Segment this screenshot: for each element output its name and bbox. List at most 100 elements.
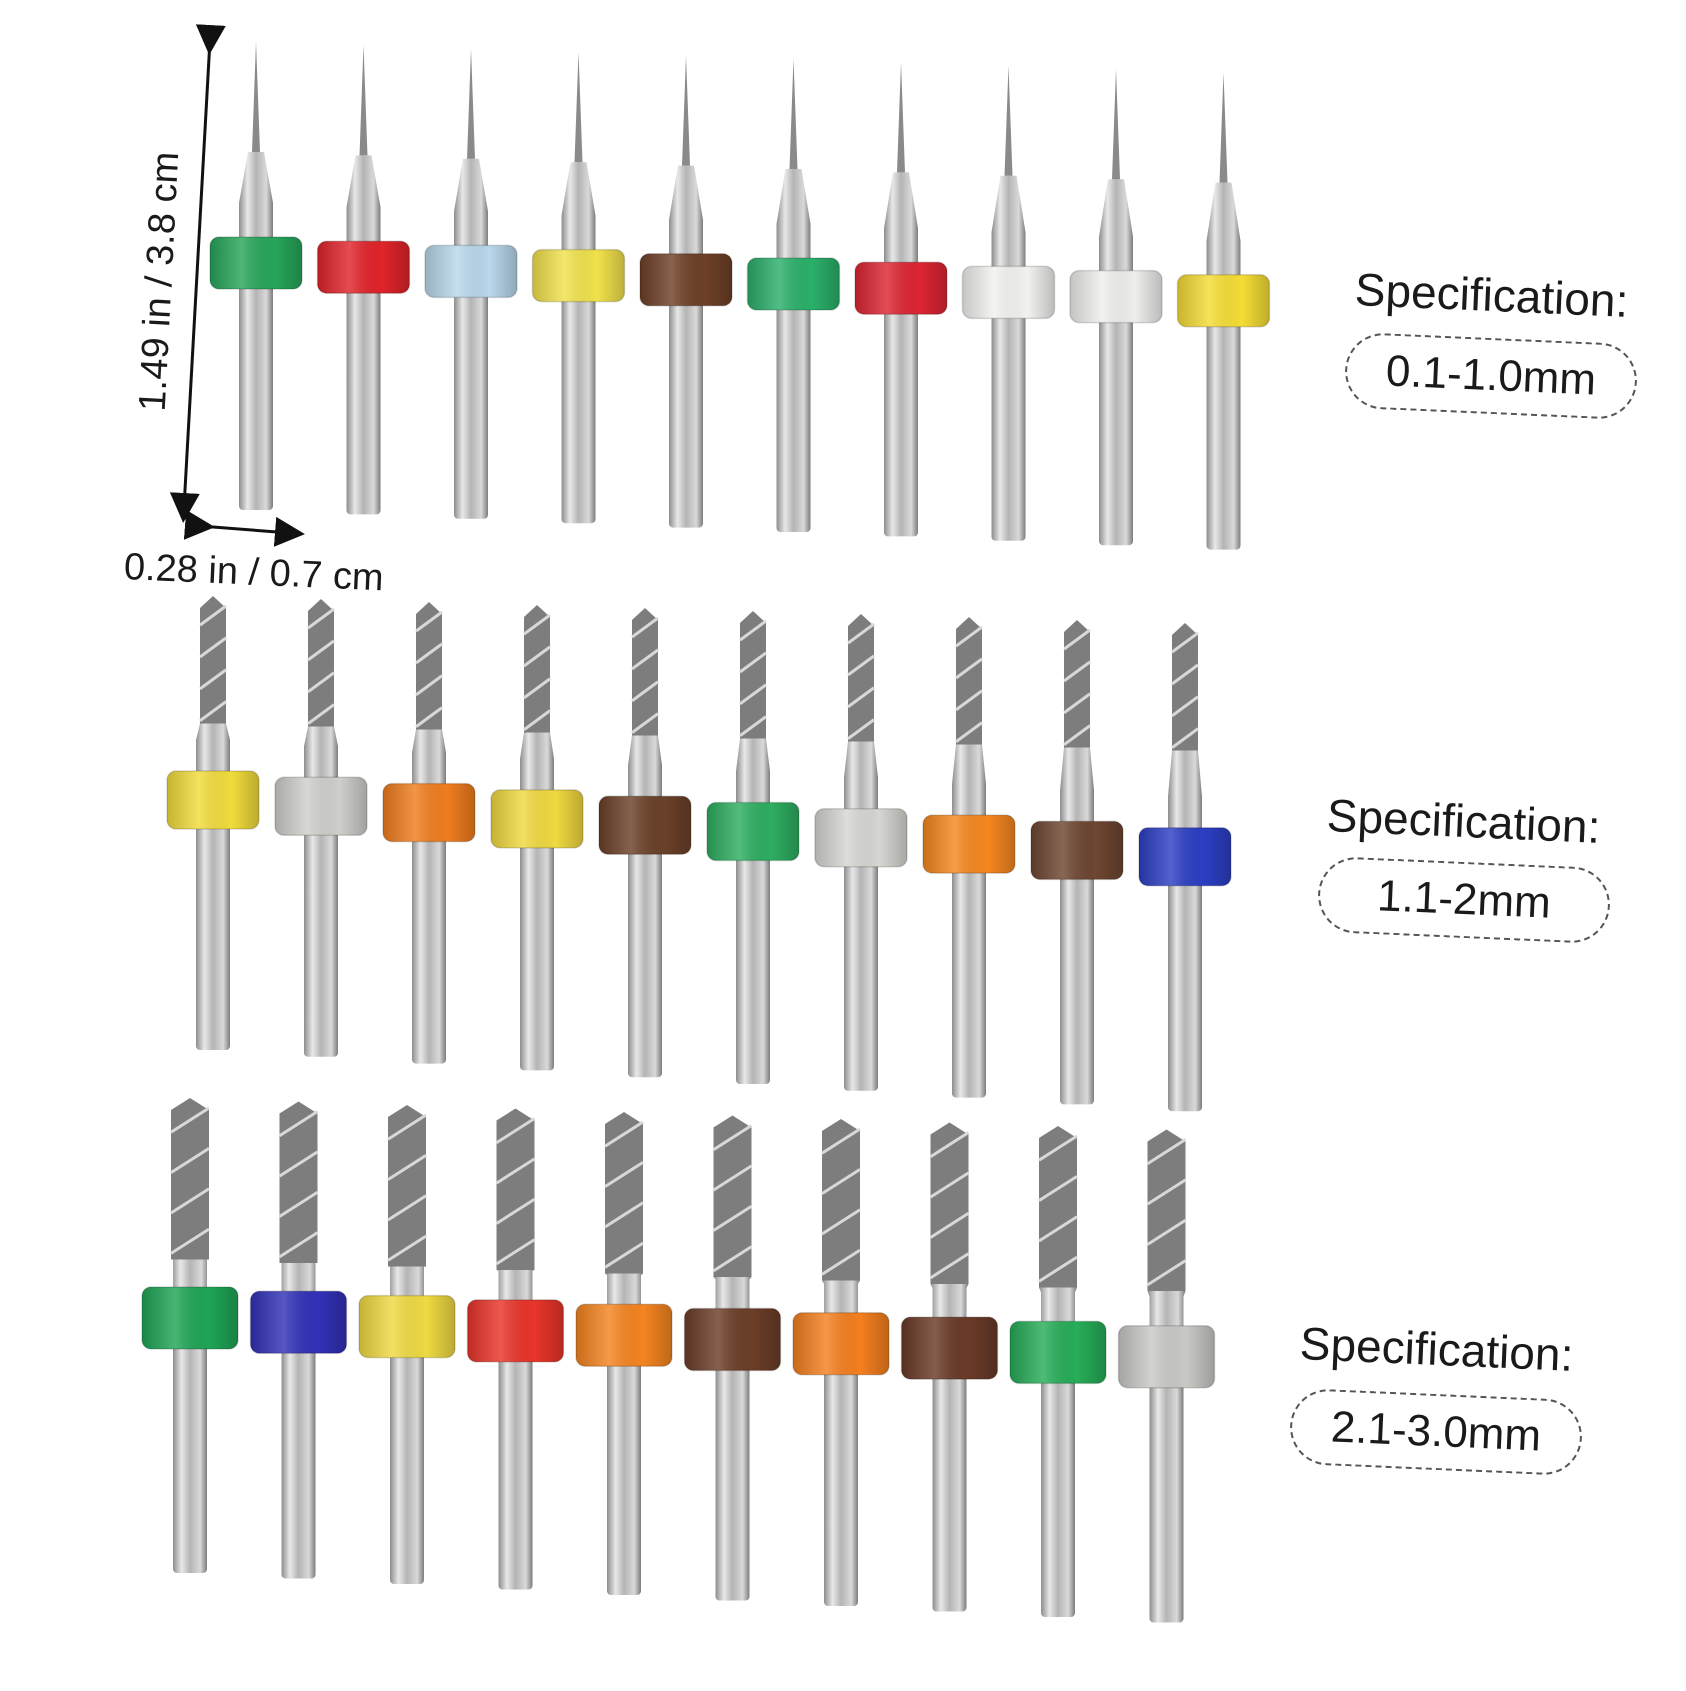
drill-bit-tip (574, 52, 583, 163)
drill-bit-flute-edge (415, 610, 443, 633)
drill-bit-collar-outline (424, 244, 518, 299)
drill-bit-flute-edge (170, 1106, 210, 1134)
drill-bit-collar-shading (1070, 270, 1162, 323)
drill-bit-shank (1041, 1352, 1075, 1617)
drill-bit-flute-edge (1171, 727, 1199, 749)
drill-bit (466, 1108, 565, 1590)
drill-bit-collar-shading (747, 258, 840, 310)
drill-bit-collar-shading (1177, 274, 1270, 327)
drill-bit-collar-shading (640, 253, 732, 306)
drill-bit-collar-outline (249, 1290, 348, 1355)
drill-bit-shank (776, 284, 811, 532)
drill-bit-flute-edge (821, 1248, 861, 1276)
drill-bit-flute-edge (523, 709, 551, 731)
drill-bit-collar-shading (1118, 1325, 1215, 1388)
drill-bit-collar-shading (425, 245, 517, 298)
drill-bit-flute-edge (712, 1204, 753, 1232)
drill-bit-shank (991, 292, 1026, 541)
drill-bit-shank (520, 818, 554, 1071)
drill-bit-tip (897, 62, 905, 173)
drill-bit-shank (239, 263, 273, 510)
drill-bit-flute (632, 608, 658, 736)
drill-bit-flute-edge (955, 689, 983, 712)
drill-bit-collar-outline (854, 261, 948, 315)
drill-bit-flute-edge (1038, 1255, 1078, 1283)
drill-bit-flute-edge (847, 686, 875, 709)
drill-bit-flute-edge (307, 607, 335, 630)
drill-bit-flute (279, 1101, 318, 1263)
drill-bit-flute-edge (415, 642, 443, 665)
drill-bit-shank (844, 837, 878, 1091)
drill-bit-collar-outline (706, 801, 800, 862)
drill-bit-tip (252, 42, 260, 152)
drill-bit-flute (416, 602, 442, 730)
drill-bit-flute-edge (170, 1227, 210, 1255)
drill-bit-flute (605, 1112, 643, 1274)
drill-bit-collar-shading (142, 1287, 238, 1349)
drill-bit-collar-shading (684, 1308, 781, 1371)
spec-range-badge-group-3: 2.1-3.0mm (1288, 1387, 1584, 1477)
drill-bit-shank (669, 279, 703, 528)
drill-bit-collar-shading (317, 241, 410, 294)
drill-bit-collar-shading (923, 815, 1015, 874)
drill-bit (490, 605, 584, 1071)
drill-bit (814, 614, 908, 1091)
drill-bit-flute-edge (604, 1241, 644, 1269)
drill-bit-flute-edge (307, 703, 335, 725)
drill-bit-flute (524, 605, 550, 733)
drill-bit-shank (196, 800, 230, 1050)
drill-bit-shank (346, 267, 381, 515)
drill-bit (382, 602, 476, 1064)
drill-bit-collar-shading (707, 802, 799, 861)
drill-bit-flute-edge (821, 1208, 861, 1236)
drill-bit-collar-shading (793, 1312, 889, 1375)
drill-bit-shank (715, 1339, 750, 1601)
drill-bit-neck (239, 152, 273, 263)
drill-bit-collar-shading (815, 808, 907, 867)
drill-bit-flute-edge (278, 1150, 319, 1178)
drill-bit-flute-edge (387, 1234, 427, 1262)
drill-bit-collar-shading (491, 789, 583, 848)
drill-bit (575, 1112, 673, 1595)
drill-bit-flute-edge (631, 712, 659, 734)
drill-bit (1117, 1129, 1216, 1623)
drill-bit-shank (932, 1348, 967, 1612)
drill-bit-flute-edge (847, 654, 875, 677)
drill-bit-flute-edge (199, 700, 227, 722)
drill-bit-flute-edge (387, 1113, 427, 1141)
drill-bit-flute-edge (1063, 628, 1091, 651)
drill-bit-collar-outline (683, 1307, 782, 1372)
drill-bit-collar-outline (316, 240, 411, 294)
drill-bit-collar-outline (1069, 269, 1163, 324)
drill-bit-flute-edge (712, 1164, 753, 1192)
drill-bit-tip (1112, 69, 1120, 180)
drill-bit-flute-edge (631, 680, 659, 703)
drill-bit-flute (956, 617, 982, 745)
drill-bit-shank (1206, 300, 1241, 550)
drill-bit-collar-shading (1010, 1321, 1106, 1384)
drill-bit (1009, 1126, 1107, 1617)
drill-bit-flute (740, 611, 766, 739)
drill-bit-tip (789, 59, 798, 169)
drill-bit-collar-outline (531, 248, 626, 303)
drill-bit-flute (848, 614, 874, 742)
drill-bit-collar-outline (1117, 1324, 1216, 1389)
drill-bit-flute-edge (307, 639, 335, 662)
drill-bit-flute-edge (1146, 1138, 1187, 1165)
drill-bit-flute-edge (1146, 1218, 1187, 1246)
drill-bit-flute-edge (387, 1194, 427, 1222)
drill-bit-flute-edge (278, 1190, 319, 1218)
drill-bit-flute (1172, 623, 1198, 751)
drill-bit-collar-shading (855, 262, 947, 315)
drill-bit-flute-edge (278, 1110, 319, 1137)
drill-bit-neck (1206, 182, 1241, 301)
drill-bit-collar-shading (210, 237, 302, 289)
drill-bit-collar-shading (467, 1299, 564, 1362)
drill-bit-collar-outline (141, 1286, 239, 1350)
drill-bit-tip (359, 45, 368, 156)
drill-bit-flute-edge (1146, 1178, 1187, 1206)
height-arrow (169, 24, 226, 523)
drill-bit-flute-edge (278, 1231, 319, 1259)
drill-bit-flute-edge (1063, 724, 1091, 746)
